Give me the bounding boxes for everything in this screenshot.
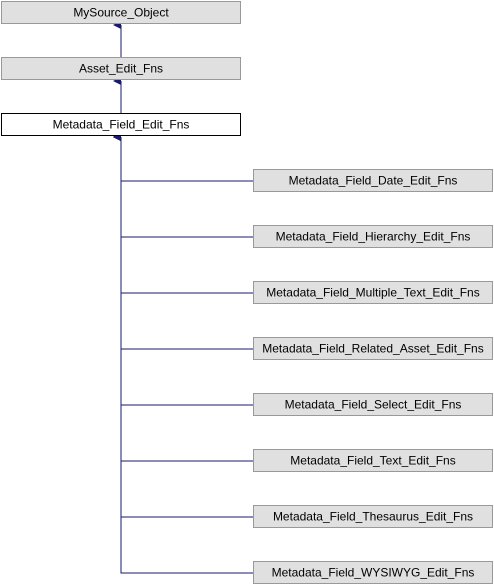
- node-metadata-field-wysiwyg-edit-fns[interactable]: Metadata_Field_WYSIWYG_Edit_Fns: [253, 561, 493, 584]
- node-label: Metadata_Field_Text_Edit_Fns: [290, 454, 455, 468]
- node-metadata-field-edit-fns[interactable]: Metadata_Field_Edit_Fns: [1, 113, 241, 136]
- node-box[interactable]: [253, 505, 493, 528]
- node-box[interactable]: [253, 281, 493, 304]
- node-label: Metadata_Field_Date_Edit_Fns: [289, 174, 458, 188]
- edge-metadata-field-multiple-text-edit-fns-to-metadata-field-edit-fns: [113, 133, 253, 294]
- node-metadata-field-related-asset-edit-fns[interactable]: Metadata_Field_Related_Asset_Edit_Fns: [253, 337, 493, 360]
- edge-metadata-field-date-edit-fns-to-metadata-field-edit-fns: [113, 133, 253, 182]
- edge-metadata-field-select-edit-fns-to-metadata-field-edit-fns: [113, 133, 253, 406]
- edge-metadata-field-thesaurus-edit-fns-to-metadata-field-edit-fns: [113, 133, 253, 518]
- node-box[interactable]: [253, 337, 493, 360]
- node-metadata-field-select-edit-fns[interactable]: Metadata_Field_Select_Edit_Fns: [253, 393, 493, 416]
- node-box[interactable]: [1, 57, 241, 80]
- node-box[interactable]: [253, 169, 493, 192]
- node-label: Metadata_Field_Hierarchy_Edit_Fns: [276, 230, 471, 244]
- node-label: Metadata_Field_Thesaurus_Edit_Fns: [273, 510, 473, 524]
- node-mysource-object[interactable]: MySource_Object: [1, 1, 241, 24]
- node-label: Metadata_Field_Select_Edit_Fns: [285, 398, 462, 412]
- node-box[interactable]: [253, 393, 493, 416]
- node-box[interactable]: [1, 1, 241, 24]
- node-metadata-field-hierarchy-edit-fns[interactable]: Metadata_Field_Hierarchy_Edit_Fns: [253, 225, 493, 248]
- node-metadata-field-date-edit-fns[interactable]: Metadata_Field_Date_Edit_Fns: [253, 169, 493, 192]
- edge-metadata-field-hierarchy-edit-fns-to-metadata-field-edit-fns: [113, 133, 253, 238]
- node-box[interactable]: [253, 225, 493, 248]
- node-label: Metadata_Field_Edit_Fns: [53, 118, 190, 132]
- edge-metadata-field-text-edit-fns-to-metadata-field-edit-fns: [113, 133, 253, 462]
- node-asset-edit-fns[interactable]: Asset_Edit_Fns: [1, 57, 241, 80]
- node-label: Metadata_Field_Related_Asset_Edit_Fns: [262, 342, 483, 356]
- node-label: MySource_Object: [73, 6, 169, 20]
- node-metadata-field-thesaurus-edit-fns[interactable]: Metadata_Field_Thesaurus_Edit_Fns: [253, 505, 493, 528]
- node-label: Metadata_Field_Multiple_Text_Edit_Fns: [266, 286, 479, 300]
- node-metadata-field-multiple-text-edit-fns[interactable]: Metadata_Field_Multiple_Text_Edit_Fns: [253, 281, 493, 304]
- node-label: Asset_Edit_Fns: [79, 62, 163, 76]
- node-label: Metadata_Field_WYSIWYG_Edit_Fns: [272, 566, 475, 580]
- node-metadata-field-text-edit-fns[interactable]: Metadata_Field_Text_Edit_Fns: [253, 449, 493, 472]
- node-box[interactable]: [1, 113, 241, 136]
- node-box[interactable]: [253, 449, 493, 472]
- edge-metadata-field-wysiwyg-edit-fns-to-metadata-field-edit-fns: [113, 133, 253, 574]
- edge-metadata-field-related-asset-edit-fns-to-metadata-field-edit-fns: [113, 133, 253, 350]
- edges-layer: [113, 21, 253, 574]
